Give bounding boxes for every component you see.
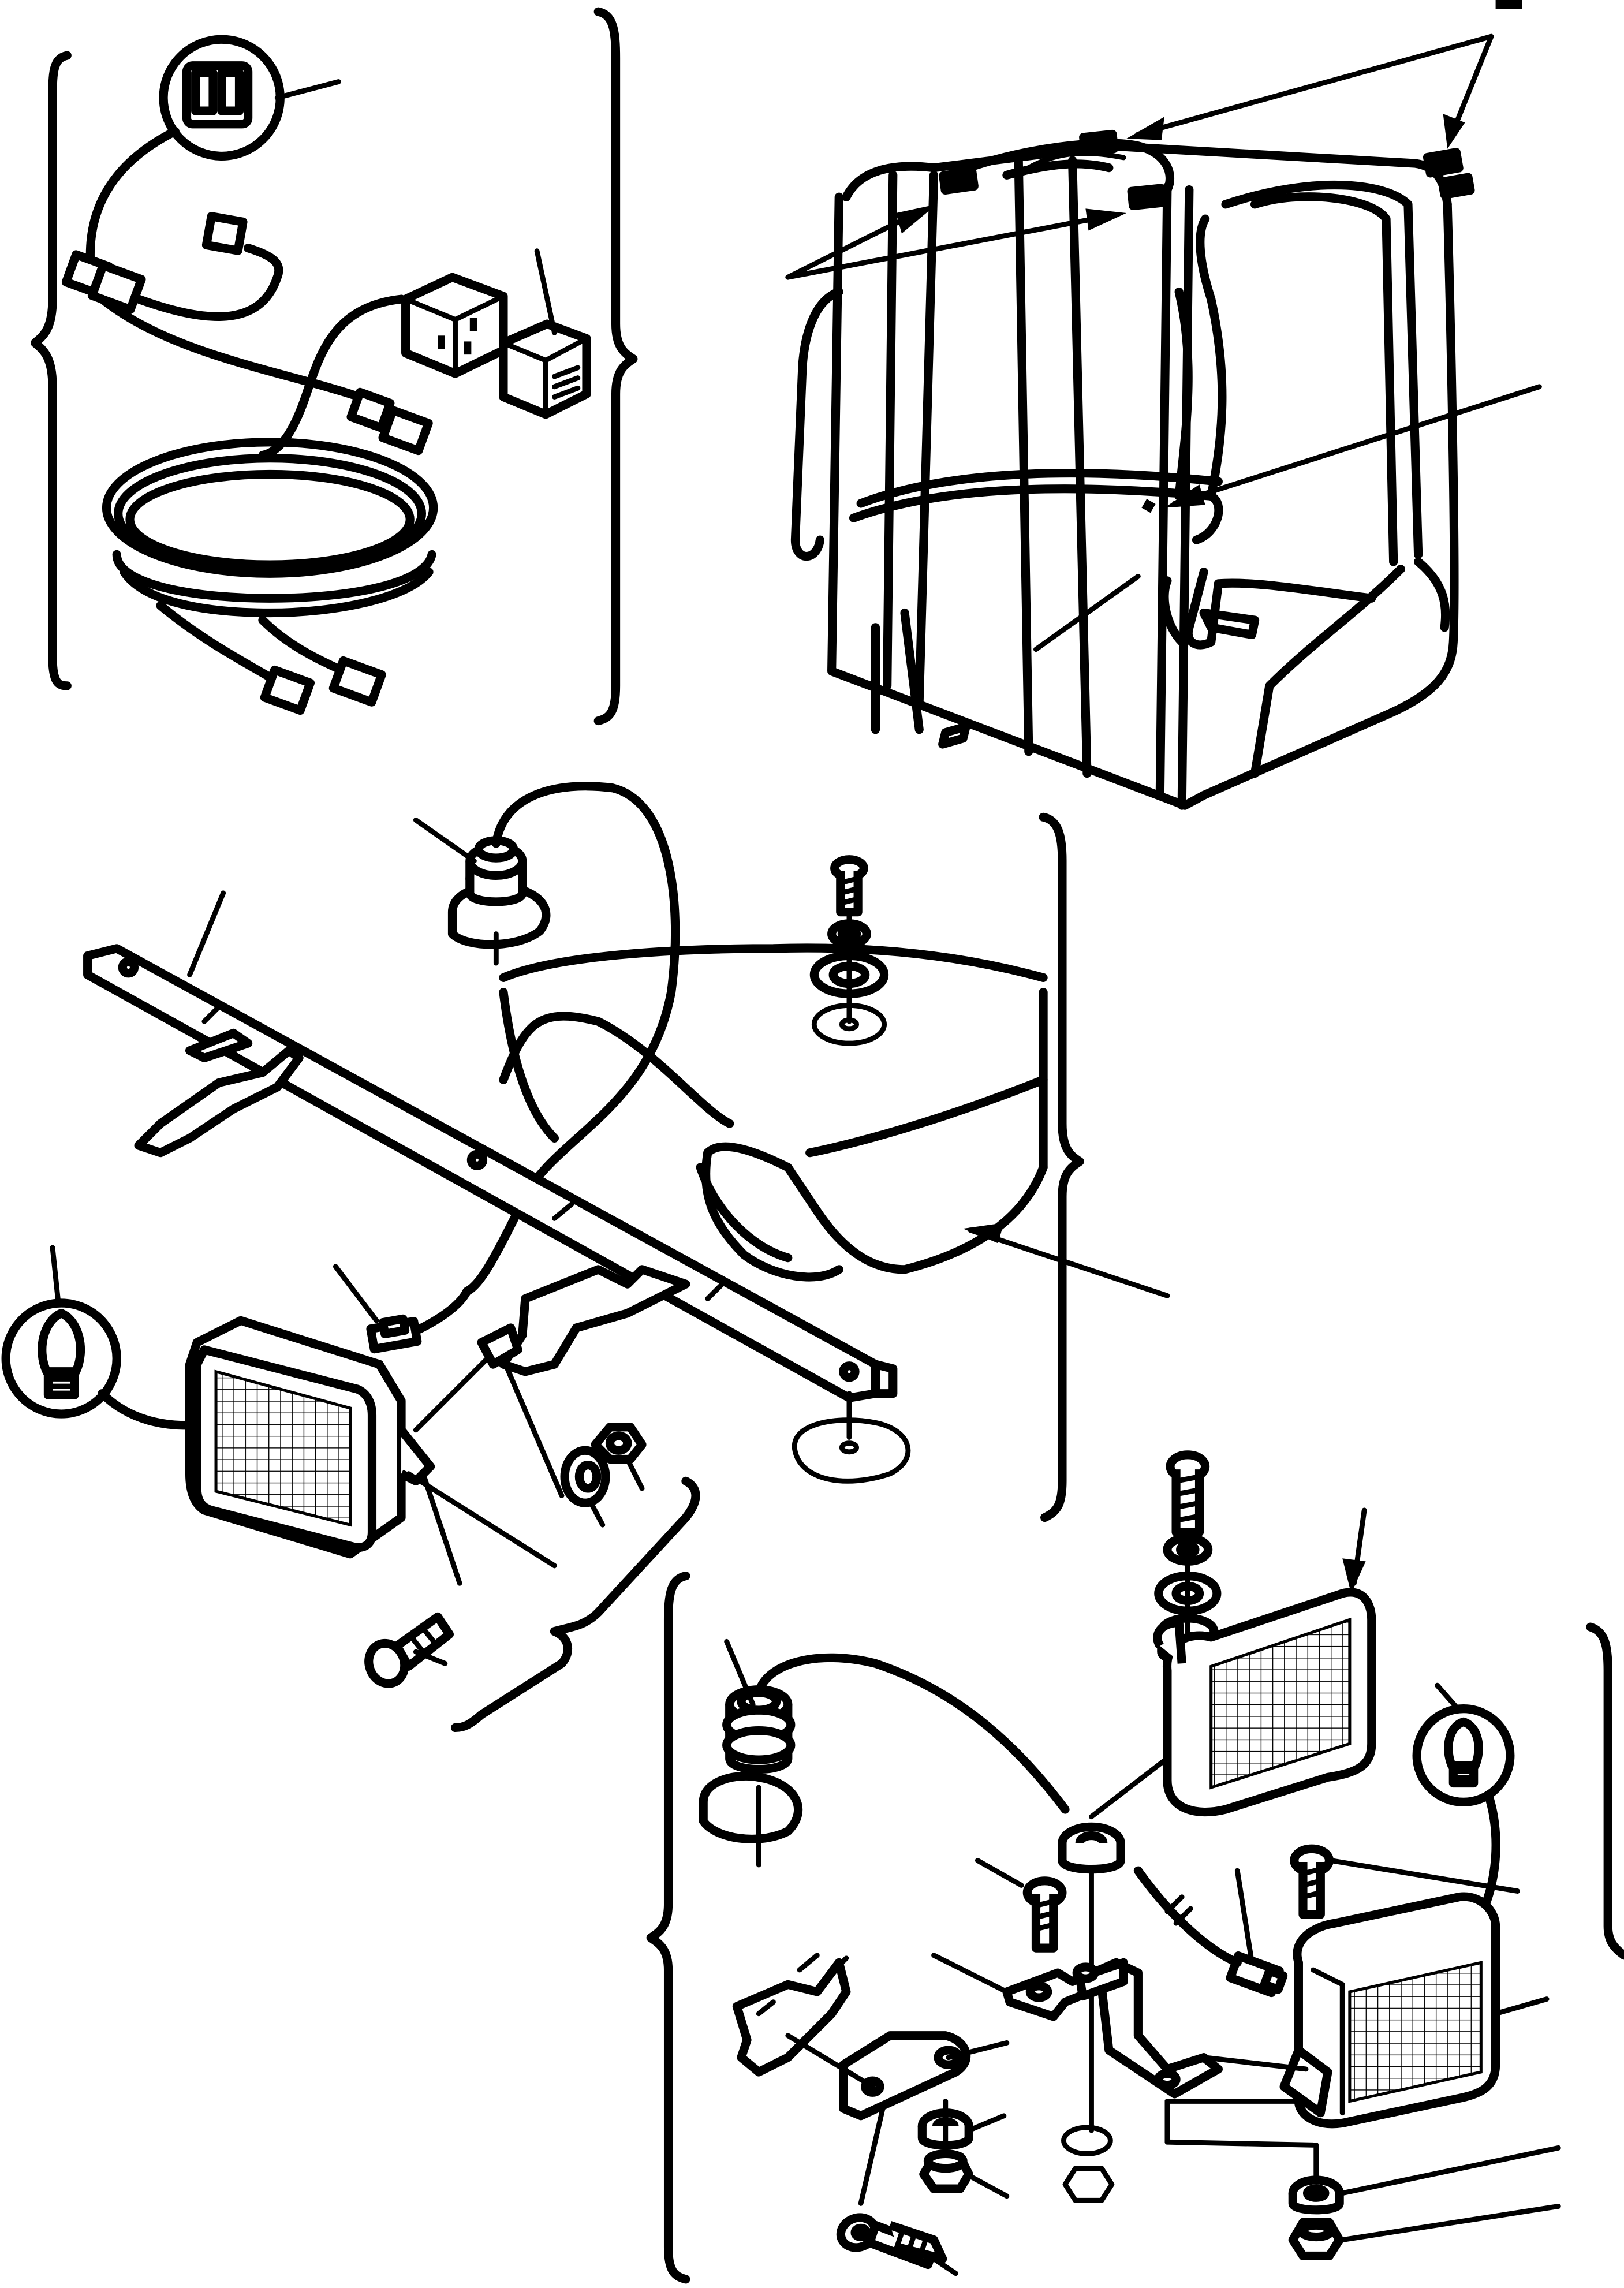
mounting-plate [732, 1953, 1010, 2121]
work-lamp-icon [1153, 1588, 1376, 1817]
roof-mounting-panel [83, 782, 1170, 1522]
left-brace [31, 51, 72, 690]
washer-icon [1058, 1822, 1125, 1874]
grommet-icon [413, 817, 551, 966]
fuse-icon [159, 35, 341, 161]
right-brace-lower [1586, 1622, 1624, 1960]
relay-socket-icon [401, 273, 508, 378]
grommet-icon [699, 1638, 802, 1868]
harness-kit-panel [31, 7, 638, 726]
roof-panel [499, 943, 1048, 982]
cab-frame-panel [785, 0, 1542, 810]
brace-lower-left [450, 1476, 700, 1733]
work-lamp-icon [185, 1316, 435, 1559]
connector-icon [1226, 1868, 1288, 1998]
connector-icon [333, 1264, 422, 1354]
work-lamp-icon [1279, 1892, 1550, 2129]
arrows [785, 0, 1542, 652]
bolt-icon [364, 1612, 454, 1688]
bolt-icon [1166, 1450, 1210, 1537]
bulb-icon [1, 1245, 121, 1419]
cable-coil-icon [102, 438, 438, 618]
lamp-assembly-right [646, 1450, 1624, 2284]
lamp-assembly-left [1, 1245, 700, 1733]
bolt-icon [975, 1844, 1520, 1953]
work-lamp-icon [939, 129, 1475, 210]
bolt-icon [830, 855, 868, 917]
bracket-icon [931, 1953, 1316, 2148]
bracket-icon [83, 944, 898, 1402]
bolt-icon [836, 2106, 958, 2276]
washer-icon [560, 1446, 610, 1528]
nut-icon [591, 1423, 647, 1491]
relay-icon [499, 248, 591, 419]
right-brace [593, 7, 638, 726]
right-brace-mid [1039, 812, 1084, 1522]
washer-icon [917, 2108, 1561, 2215]
left-brace-lower [646, 1572, 690, 2284]
bulb-icon [1412, 1682, 1515, 1806]
